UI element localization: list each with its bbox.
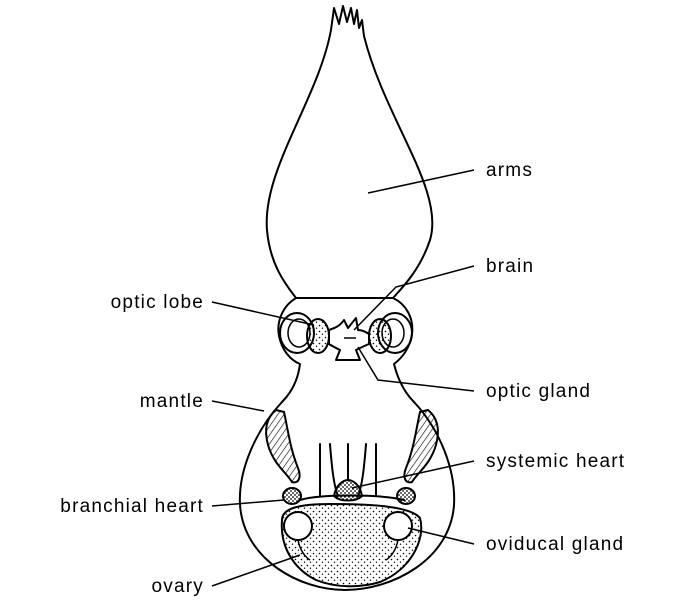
label-arms: arms xyxy=(486,160,533,182)
arms-outline xyxy=(267,6,433,298)
right-branchial-heart xyxy=(397,488,415,504)
right-optic-lobe xyxy=(369,319,391,353)
brain-shape xyxy=(329,318,369,360)
right-gill xyxy=(404,410,438,482)
label-optic-gland: optic gland xyxy=(486,381,591,403)
systemic-heart xyxy=(334,480,362,501)
leader-optic-gland xyxy=(358,347,474,391)
label-branchial-heart: branchial heart xyxy=(60,496,204,518)
left-oviducal-gland xyxy=(284,512,312,540)
label-brain: brain xyxy=(486,256,534,278)
leader-branchial-heart xyxy=(212,500,284,506)
label-optic-lobe: optic lobe xyxy=(111,292,204,314)
label-ovary: ovary xyxy=(152,576,204,598)
leader-mantle xyxy=(212,401,264,411)
right-oviducal-gland xyxy=(384,512,412,540)
left-gill xyxy=(266,410,300,482)
label-oviducal-gland: oviducal gland xyxy=(486,534,624,556)
label-mantle: mantle xyxy=(140,391,204,413)
left-branchial-heart xyxy=(283,488,301,504)
leader-ovary xyxy=(212,555,300,586)
label-systemic-heart: systemic heart xyxy=(486,451,625,473)
